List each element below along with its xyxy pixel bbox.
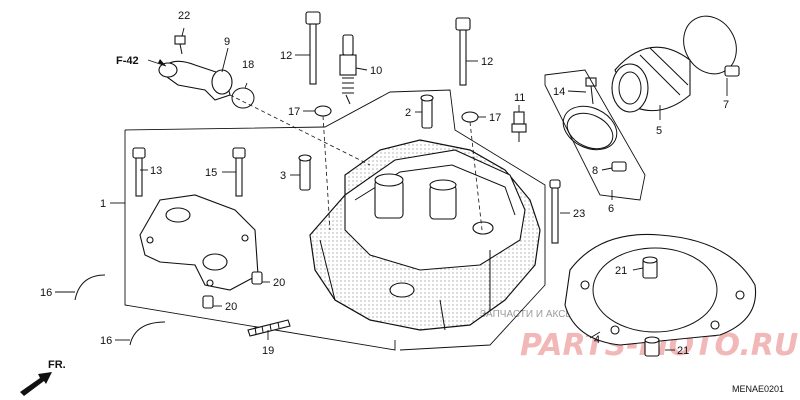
bolt-13 (132, 147, 146, 197)
callout-13: 13 (150, 165, 162, 177)
bolt-12-left (305, 11, 321, 85)
callout-1: 1 (100, 198, 106, 210)
callout-4: 4 (594, 334, 600, 346)
bolt-12-right (455, 17, 471, 86)
kit-bracket-6 (544, 69, 646, 201)
callout-16-lower: 16 (100, 335, 112, 347)
callout-9: 9 (224, 36, 230, 48)
dowel-21-lower (644, 336, 660, 357)
callout-23: 23 (573, 208, 585, 220)
dowel-20-upper (251, 271, 263, 285)
callout-12-right: 12 (481, 56, 493, 68)
dowel-21-upper (642, 256, 658, 279)
ref-label: F-42 (116, 55, 139, 67)
leader-lines (55, 27, 728, 351)
callout-11: 11 (514, 92, 525, 104)
callout-5: 5 (656, 125, 662, 137)
valve-guide-2 (420, 94, 434, 129)
bolt-23 (549, 179, 561, 244)
front-label: FR. (48, 359, 66, 371)
screw-14 (585, 77, 597, 105)
clip-16-upper (74, 274, 106, 301)
callout-10: 10 (370, 65, 382, 77)
assembly-outline-right (124, 89, 546, 351)
dowel-20-lower (202, 295, 214, 309)
callout-19: 19 (262, 345, 274, 357)
callout-21-lower: 21 (677, 345, 689, 357)
camshaft-holder (139, 194, 259, 291)
bolt-15 (232, 147, 246, 197)
callout-21-upper: 21 (615, 265, 627, 277)
callout-8: 8 (592, 165, 598, 177)
band-7 (683, 15, 740, 77)
front-arrow-icon (20, 372, 52, 396)
o-ring (231, 87, 255, 109)
clamp-8 (611, 161, 627, 172)
ref-leader (147, 59, 167, 67)
callout-22: 22 (178, 10, 190, 22)
temperature-sensor (511, 111, 527, 142)
callout-15: 15 (205, 167, 217, 179)
callout-17-left: 17 (288, 106, 300, 118)
clip-16-lower (129, 321, 166, 346)
cylinder-head (309, 139, 541, 331)
head-gasket (564, 233, 757, 346)
stud-bolt (247, 319, 291, 337)
callout-20-upper: 20 (273, 277, 285, 289)
callout-7: 7 (723, 99, 729, 111)
callout-3: 3 (280, 170, 286, 182)
callout-16-upper: 16 (40, 287, 52, 299)
callout-2: 2 (405, 107, 411, 119)
diagram-code: MENAE0201 (732, 384, 784, 394)
washer-17-left (314, 105, 332, 117)
callout-12-left: 12 (280, 50, 292, 62)
callouts: 1 2 3 4 5 6 7 8 9 10 11 12 12 13 14 15 1… (40, 10, 729, 357)
spark-plug (339, 34, 357, 105)
callout-20-lower: 20 (225, 301, 237, 313)
ref-arrow-icon (158, 59, 166, 66)
water-joint (158, 60, 233, 101)
washer-17-right (461, 111, 479, 123)
callout-14: 14 (553, 86, 565, 98)
callout-6: 6 (608, 203, 614, 215)
bolt-22 (174, 35, 186, 55)
callout-18: 18 (242, 59, 254, 71)
insulator (611, 46, 691, 113)
valve-guide-3 (298, 154, 312, 191)
band-6 (562, 105, 618, 151)
callout-17-right: 17 (489, 112, 501, 124)
